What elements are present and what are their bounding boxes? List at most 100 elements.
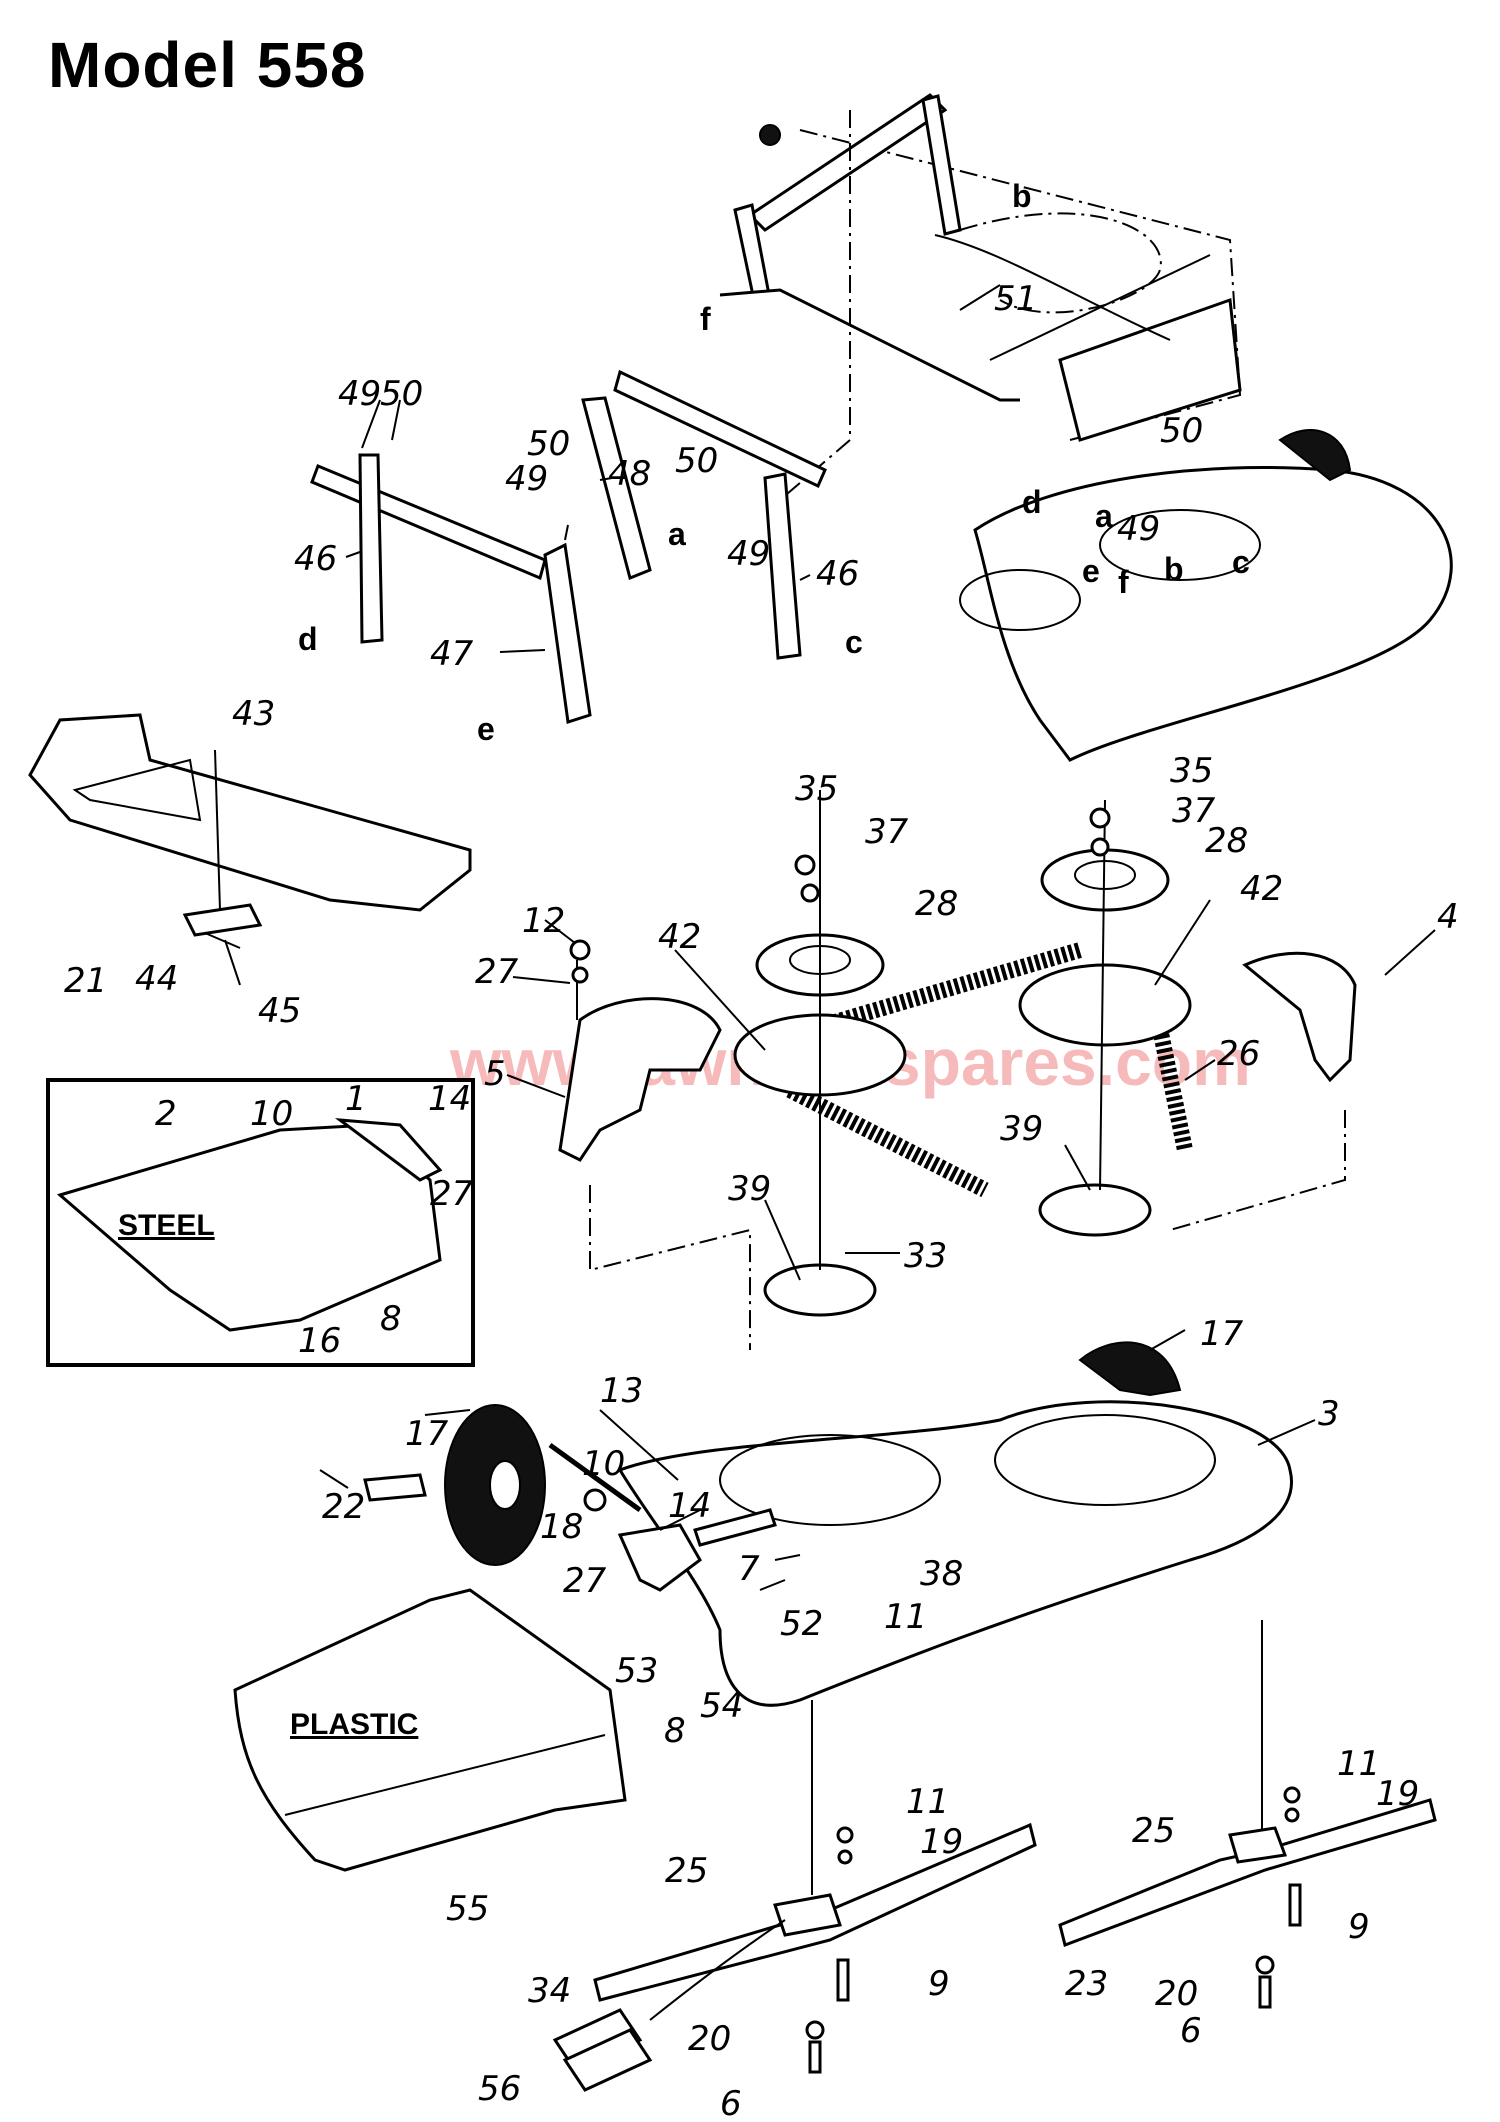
- callout-11: 11: [906, 1782, 949, 1822]
- dash-guide-4: [1169, 1110, 1346, 1231]
- ref-letter-d: d: [298, 621, 318, 657]
- pulley-42-right: [1018, 963, 1192, 1047]
- callout-37: 37: [1172, 791, 1216, 831]
- spring-53: [617, 1523, 702, 1592]
- frame-block: [1058, 297, 1242, 442]
- plate-56-bottom: [562, 2028, 653, 2092]
- callout-21: 21: [64, 961, 107, 1001]
- callout-39: 39: [1000, 1109, 1043, 1149]
- ref-letter-f: f: [700, 301, 711, 337]
- callout-42: 42: [658, 917, 701, 957]
- main-deck-assembly: [363, 1341, 1293, 1707]
- leader: [1384, 929, 1436, 976]
- callout-37: 37: [865, 812, 909, 852]
- gauge-wheel-small: [1278, 429, 1352, 482]
- callout-9: 9: [928, 1964, 950, 2004]
- callout-10: 10: [250, 1094, 293, 1134]
- callout-20: 20: [1155, 1974, 1198, 2014]
- callout-22: 22: [322, 1487, 365, 1527]
- plastic-deflector-55: [233, 1588, 627, 1872]
- chute-edge: [284, 1734, 606, 1816]
- leader: [659, 1509, 701, 1531]
- deck-top-view: [959, 429, 1453, 762]
- steel-chute-inset: STEEL: [46, 1078, 475, 1367]
- callout-27: 27: [563, 1561, 607, 1601]
- washer-20-left: [805, 2020, 825, 2040]
- callout-3: 3: [1318, 1394, 1340, 1434]
- deck-spindle-recess-left: [719, 1434, 941, 1526]
- callout-55: 55: [446, 1889, 489, 1929]
- mount-outline: [799, 129, 1242, 441]
- leader: [204, 932, 241, 949]
- callout-23: 23: [1065, 1964, 1108, 2004]
- callout-50: 50: [675, 441, 718, 481]
- callout-49: 49: [505, 459, 548, 499]
- callout-28: 28: [915, 884, 958, 924]
- ref-letter-e: e: [477, 711, 495, 747]
- wheel-hub: [489, 1460, 521, 1510]
- callout-38: 38: [920, 1554, 963, 1594]
- callout-28: 28: [1205, 821, 1248, 861]
- leader: [424, 1409, 471, 1416]
- ref-letter-c: c: [845, 624, 863, 660]
- callout-1: 1: [345, 1079, 367, 1119]
- callout-35: 35: [795, 769, 838, 809]
- washer-20-right: [1255, 1955, 1275, 1975]
- washer-19-right: [1284, 1807, 1300, 1823]
- link-48: [581, 396, 652, 581]
- mower-deck-3: [617, 1400, 1293, 1707]
- spindle-39-right: [1038, 1183, 1152, 1237]
- diagram-title: Model 558: [48, 29, 367, 101]
- callout-4: 4: [1437, 897, 1459, 937]
- leader: [674, 949, 766, 1051]
- callout-6: 6: [720, 2084, 742, 2122]
- ref-letter-c: c: [1232, 544, 1250, 580]
- callout-45: 45: [258, 991, 301, 1031]
- callout-33: 33: [904, 1236, 947, 1276]
- deck-spindle-recess-right: [994, 1414, 1216, 1506]
- callout-25: 25: [1132, 1811, 1175, 1851]
- link-46-right: [763, 472, 802, 660]
- leader: [564, 524, 569, 541]
- callout-11: 11: [1337, 1744, 1380, 1784]
- leader: [512, 976, 571, 984]
- leader: [499, 649, 546, 653]
- callout-5: 5: [484, 1054, 506, 1094]
- callout-27: 27: [475, 952, 519, 992]
- leader: [319, 1469, 349, 1489]
- ref-letter-f: f: [1118, 564, 1129, 600]
- callout-47: 47: [430, 634, 474, 674]
- callout-46: 46: [294, 539, 337, 579]
- callout-49: 49: [727, 534, 770, 574]
- callout-11: 11: [884, 1597, 927, 1637]
- leader: [799, 574, 811, 581]
- plastic-label: PLASTIC: [290, 1708, 418, 1741]
- callout-56: 56: [478, 2069, 521, 2109]
- leader: [759, 1579, 786, 1591]
- callout-39: 39: [728, 1169, 771, 1209]
- callout-13: 13: [600, 1371, 643, 1411]
- leader: [599, 477, 613, 481]
- steel-label: STEEL: [118, 1209, 215, 1242]
- belt-guard-4: [1242, 951, 1357, 1083]
- leader-lines: [204, 284, 1436, 1591]
- bracket-45: [182, 903, 263, 937]
- leader: [959, 284, 1001, 311]
- callout-42: 42: [1240, 869, 1283, 909]
- nut-12: [569, 939, 591, 961]
- callout-54: 54: [700, 1686, 743, 1726]
- callout-44: 44: [135, 959, 178, 999]
- foot-plate: [28, 713, 472, 912]
- leader: [1154, 899, 1211, 986]
- grip-pad: [72, 758, 202, 822]
- ref-letter-d: d: [1022, 484, 1042, 520]
- callout-34: 34: [528, 1971, 571, 2011]
- blade-assemblies: [552, 1620, 1437, 2092]
- leader: [361, 399, 381, 449]
- ref-letter-e: e: [1082, 553, 1100, 589]
- spring-1: [334, 1118, 443, 1182]
- spindle-39-left: [763, 1263, 877, 1317]
- callout-numbers: 51 49 50 50 49 48 50 49 46 46 47 49 50 4…: [64, 279, 1459, 2122]
- drive-belt-lower: [786, 1082, 989, 1198]
